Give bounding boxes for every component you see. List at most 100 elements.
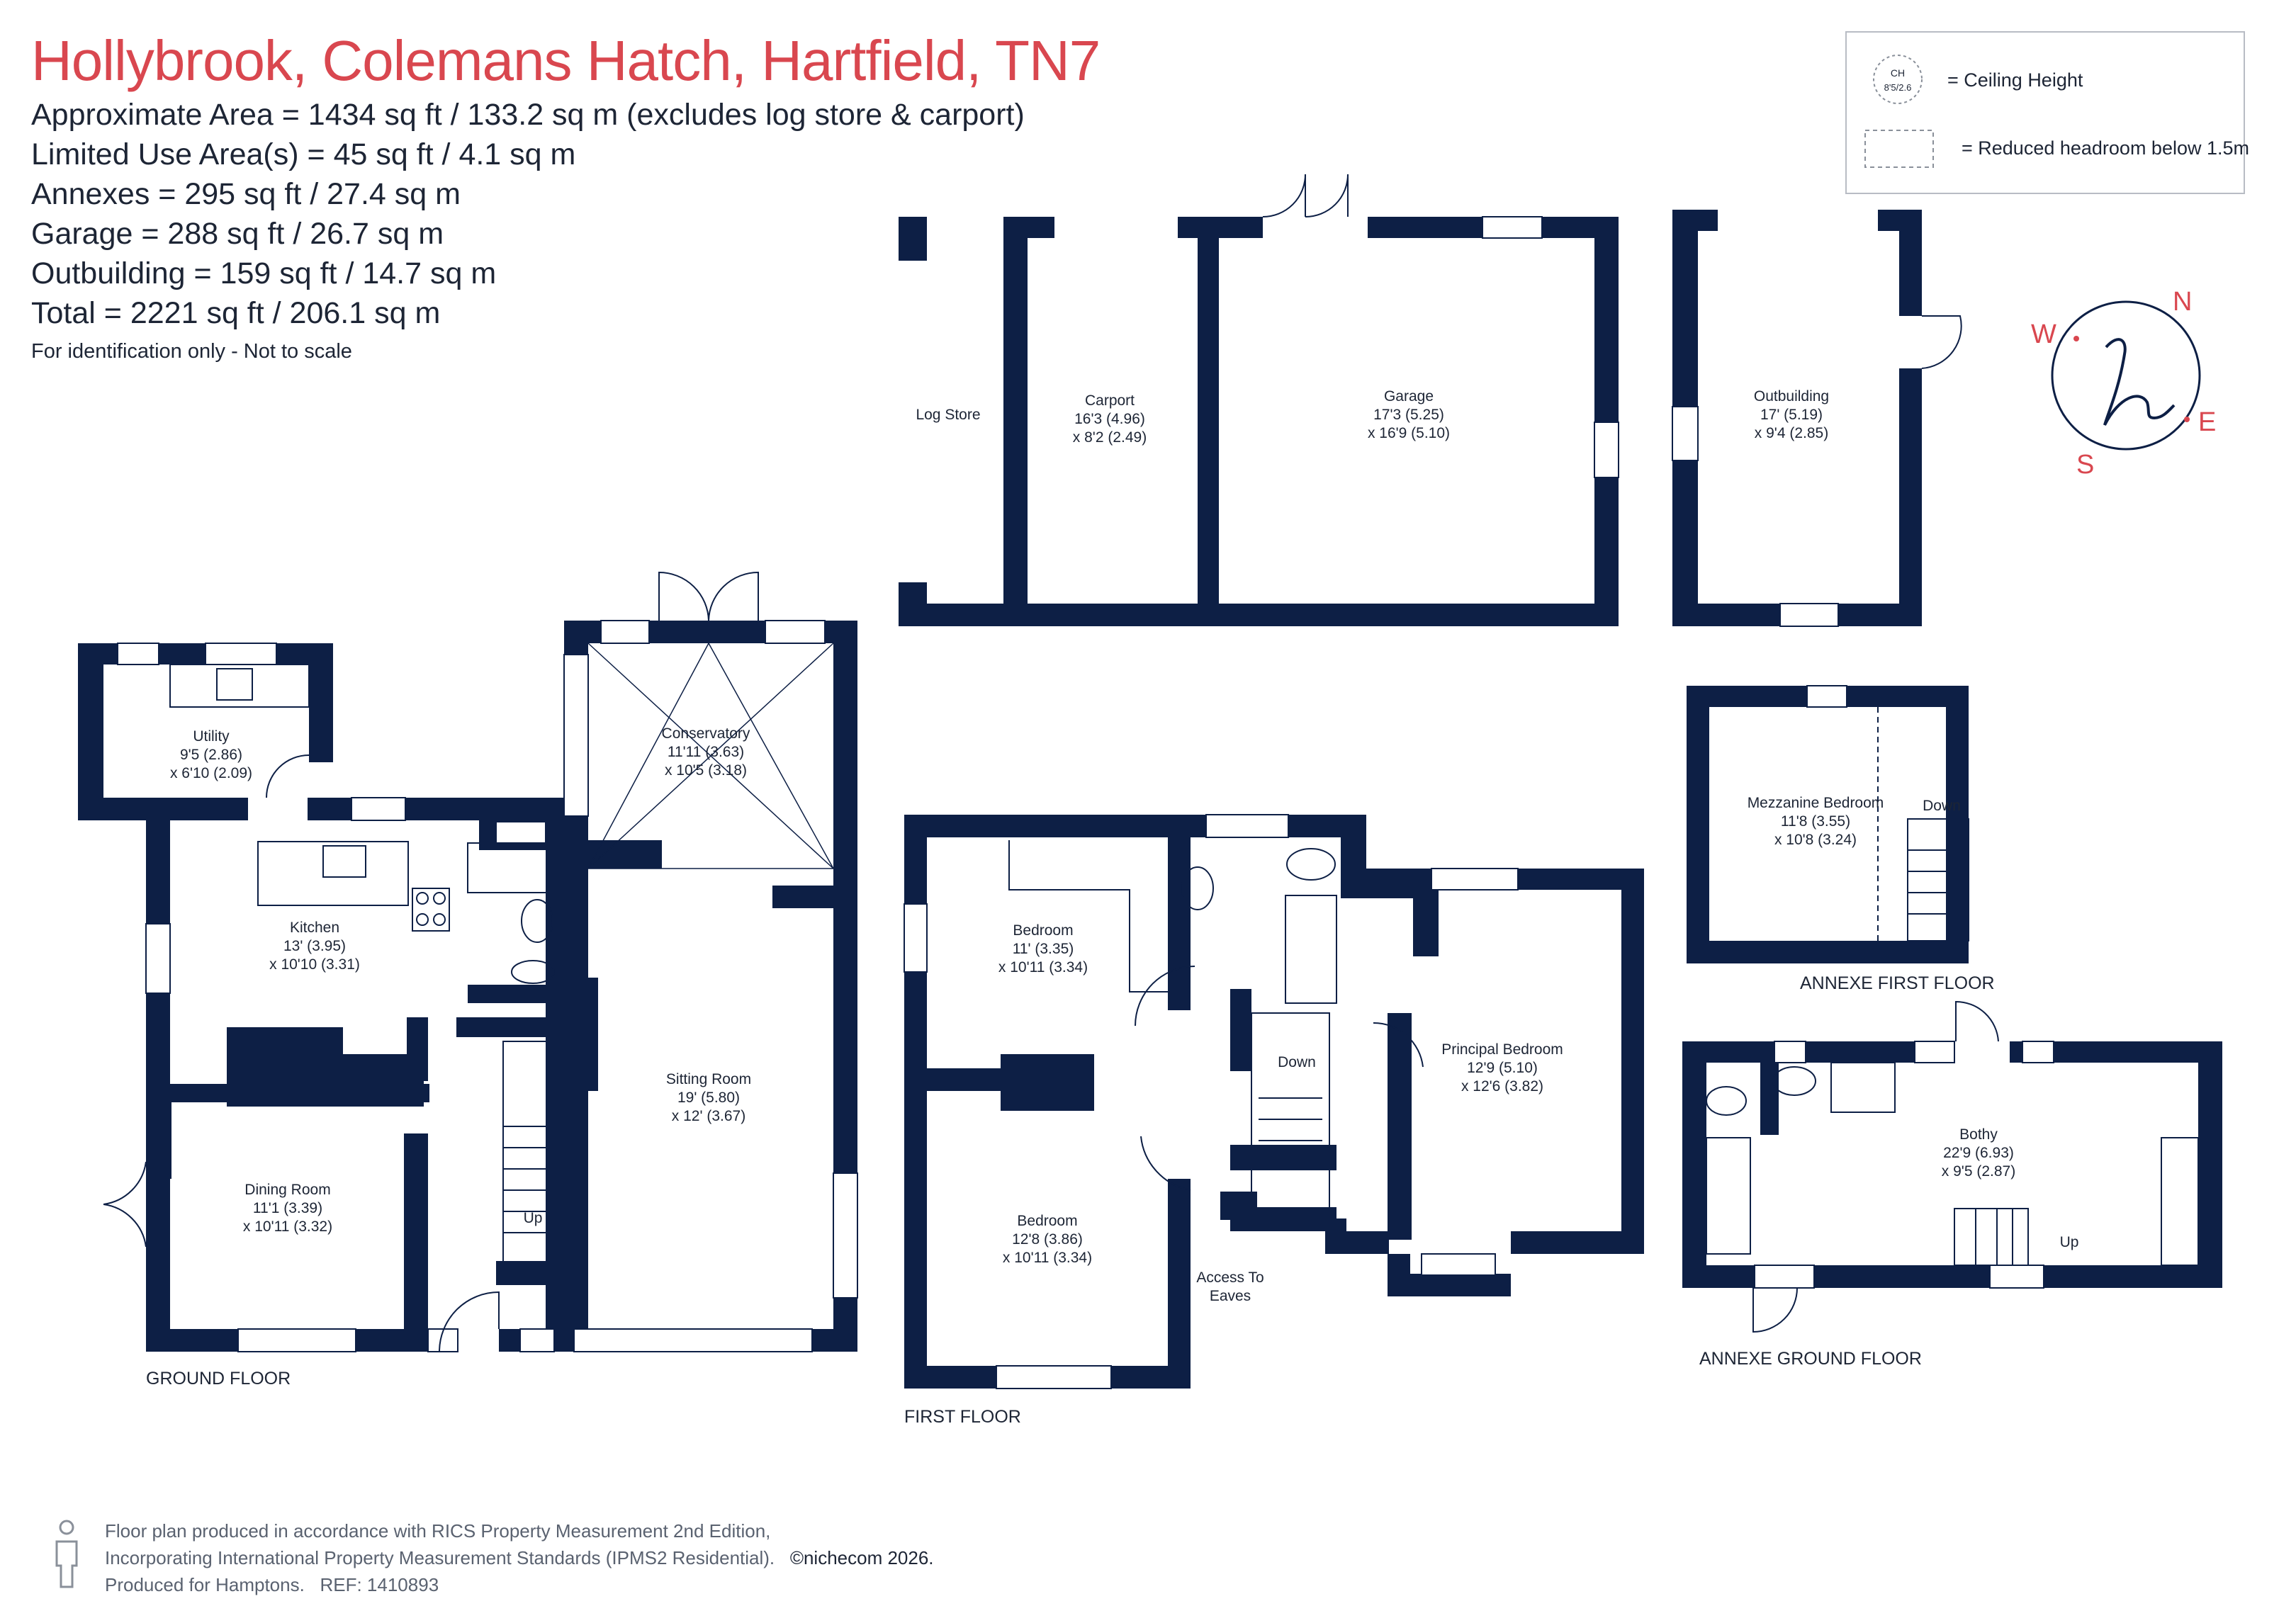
footer-copyright: ©nichecom 2026. <box>789 1547 934 1568</box>
access-eaves: Access To <box>1196 1269 1264 1286</box>
fixtures <box>103 174 2199 1352</box>
stairs-down-first: Down <box>1278 1054 1316 1070</box>
front-door <box>439 1291 500 1352</box>
room-mezzanine: Mezzanine Bedroom <box>1748 795 1884 811</box>
compass-n: N <box>2173 287 2192 317</box>
shower-tray <box>467 842 562 893</box>
property-title: Hollybrook, Colemans Hatch, Hartfield, T… <box>31 29 1101 92</box>
compass: N E S W <box>2031 287 2216 480</box>
header: Hollybrook, Colemans Hatch, Hartfield, T… <box>31 27 1101 363</box>
room-sitting: Sitting Room <box>666 1071 751 1087</box>
compass-w: W <box>2031 319 2056 349</box>
svg-text:13' (3.95): 13' (3.95) <box>283 938 346 954</box>
footer-ref: REF: 1410893 <box>320 1574 439 1595</box>
svg-text:x 6'10 (2.09): x 6'10 (2.09) <box>170 765 252 781</box>
outbuilding-door <box>1921 315 1962 369</box>
svg-text:x 10'11 (3.32): x 10'11 (3.32) <box>243 1218 332 1235</box>
footer-produced-for: Produced for Hamptons. <box>105 1574 305 1595</box>
kitchen-worktop <box>257 841 409 906</box>
annexe-kitchenette <box>1706 1137 1751 1255</box>
stairs-down-mezz: Down <box>1923 798 1961 814</box>
ceiling-symbol-bottom: 8'5/2.6 <box>1884 82 1912 93</box>
label-ground-floor: GROUND FLOOR <box>146 1369 291 1389</box>
annexe-front-door <box>1752 1287 1798 1333</box>
room-logstore: Log Store <box>916 407 980 423</box>
area-annexes: Annexes = 295 sq ft / 27.4 sq m <box>31 177 461 211</box>
reduced-headroom-icon <box>1864 130 1934 168</box>
utility-worktop <box>169 664 310 708</box>
area-garage: Garage = 288 sq ft / 26.7 sq m <box>31 217 444 251</box>
room-dining: Dining Room <box>244 1182 330 1198</box>
area-outbuilding: Outbuilding = 159 sq ft / 14.7 sq m <box>31 256 497 290</box>
area-approx: Approximate Area = 1434 sq ft / 133.2 sq… <box>31 98 1025 132</box>
stairs-up-ground: Up <box>524 1210 543 1226</box>
ground-stairs <box>502 1041 553 1269</box>
room-kitchen: Kitchen <box>290 920 339 936</box>
logo-h-icon <box>2103 338 2176 426</box>
basin-first <box>1181 866 1214 910</box>
bothy-stairs <box>1954 1208 2029 1266</box>
svg-text:x 10'11 (3.34): x 10'11 (3.34) <box>998 959 1088 976</box>
legend-symbols: CH 8'5/2.6 <box>1864 55 1934 168</box>
utility-sink <box>216 668 253 701</box>
wc-first <box>1286 848 1336 881</box>
footer-line-1: Floor plan produced in accordance with R… <box>105 1520 771 1542</box>
compass-s: S <box>2076 450 2094 480</box>
utility-door <box>266 754 310 798</box>
svg-text:x 10'8 (3.24): x 10'8 (3.24) <box>1774 832 1857 848</box>
legend-box: CH 8'5/2.6 = Ceiling Height = Reduced he… <box>1845 31 2249 194</box>
identification-note: For identification only - Not to scale <box>31 340 352 363</box>
room-principal: Principal Bedroom <box>1441 1041 1563 1058</box>
conservatory-roof-lines <box>587 643 834 869</box>
room-bothy: Bothy <box>1959 1126 1998 1143</box>
wc-annexe <box>1706 1086 1747 1116</box>
footer-line-2: Incorporating International Property Mea… <box>105 1547 775 1568</box>
landing-doors <box>1135 966 1195 1191</box>
svg-text:16'3 (4.96): 16'3 (4.96) <box>1074 411 1145 427</box>
footer: Floor plan produced in accordance with R… <box>105 1517 934 1598</box>
kitchen-sink <box>322 845 366 878</box>
room-utility: Utility <box>193 728 230 745</box>
svg-text:x 9'4 (2.85): x 9'4 (2.85) <box>1755 425 1828 441</box>
svg-text:x 16'9 (5.10): x 16'9 (5.10) <box>1368 425 1450 441</box>
svg-text:x 10'5 (3.18): x 10'5 (3.18) <box>665 762 747 779</box>
ceiling-height-icon <box>1873 55 1923 104</box>
label-annexe-ground-floor: ANNEXE GROUND FLOOR <box>1699 1349 1922 1369</box>
basin-annexe <box>1772 1066 1816 1096</box>
wc-ground <box>521 899 553 943</box>
reduced-headroom-label: = Reduced headroom below 1.5m <box>1962 137 2250 159</box>
dining-french-doors <box>103 1161 147 1248</box>
svg-text:11'8 (3.55): 11'8 (3.55) <box>1781 813 1850 830</box>
label-annexe-first-floor: ANNEXE FIRST FLOOR <box>1800 973 1995 993</box>
svg-text:12'8 (3.86): 12'8 (3.86) <box>1012 1231 1083 1248</box>
garage-french-doors <box>1262 174 1349 217</box>
bothy-door <box>1955 1000 1999 1042</box>
annexe-shower <box>1830 1062 1896 1113</box>
bath <box>1285 895 1337 1004</box>
svg-text:22'9 (6.93): 22'9 (6.93) <box>1943 1145 2014 1161</box>
svg-text:11'11 (3.63): 11'11 (3.63) <box>668 744 744 760</box>
svg-text:x 12' (3.67): x 12' (3.67) <box>672 1108 745 1124</box>
conservatory-french-doors <box>658 571 759 621</box>
svg-text:9'5 (2.86): 9'5 (2.86) <box>180 747 242 763</box>
ceiling-symbol-top: CH <box>1891 67 1905 79</box>
svg-text:x 9'5 (2.87): x 9'5 (2.87) <box>1942 1163 2015 1180</box>
svg-text:19' (5.80): 19' (5.80) <box>677 1090 740 1106</box>
room-bedroom-1: Bedroom <box>1013 922 1073 939</box>
svg-text:11'1 (3.39): 11'1 (3.39) <box>253 1200 322 1216</box>
compass-ring <box>2051 300 2201 451</box>
room-carport: Carport <box>1085 392 1135 409</box>
svg-text:x 10'11 (3.34): x 10'11 (3.34) <box>1003 1250 1092 1266</box>
svg-text:x 12'6 (3.82): x 12'6 (3.82) <box>1461 1078 1543 1095</box>
mezz-stairs <box>1907 818 1969 941</box>
room-outbuilding: Outbuilding <box>1754 388 1829 405</box>
svg-text:12'9 (5.10): 12'9 (5.10) <box>1467 1060 1538 1076</box>
room-bedroom-2: Bedroom <box>1017 1213 1077 1229</box>
principal-door <box>1373 1022 1424 1068</box>
room-conservatory: Conservatory <box>662 725 750 742</box>
svg-text:11' (3.35): 11' (3.35) <box>1013 941 1074 957</box>
svg-text:x 10'10 (3.31): x 10'10 (3.31) <box>269 956 360 973</box>
floor-labels: GROUND FLOOR FIRST FLOOR ANNEXE FIRST FL… <box>146 973 1995 1427</box>
stairs-up-bothy: Up <box>2060 1234 2079 1250</box>
